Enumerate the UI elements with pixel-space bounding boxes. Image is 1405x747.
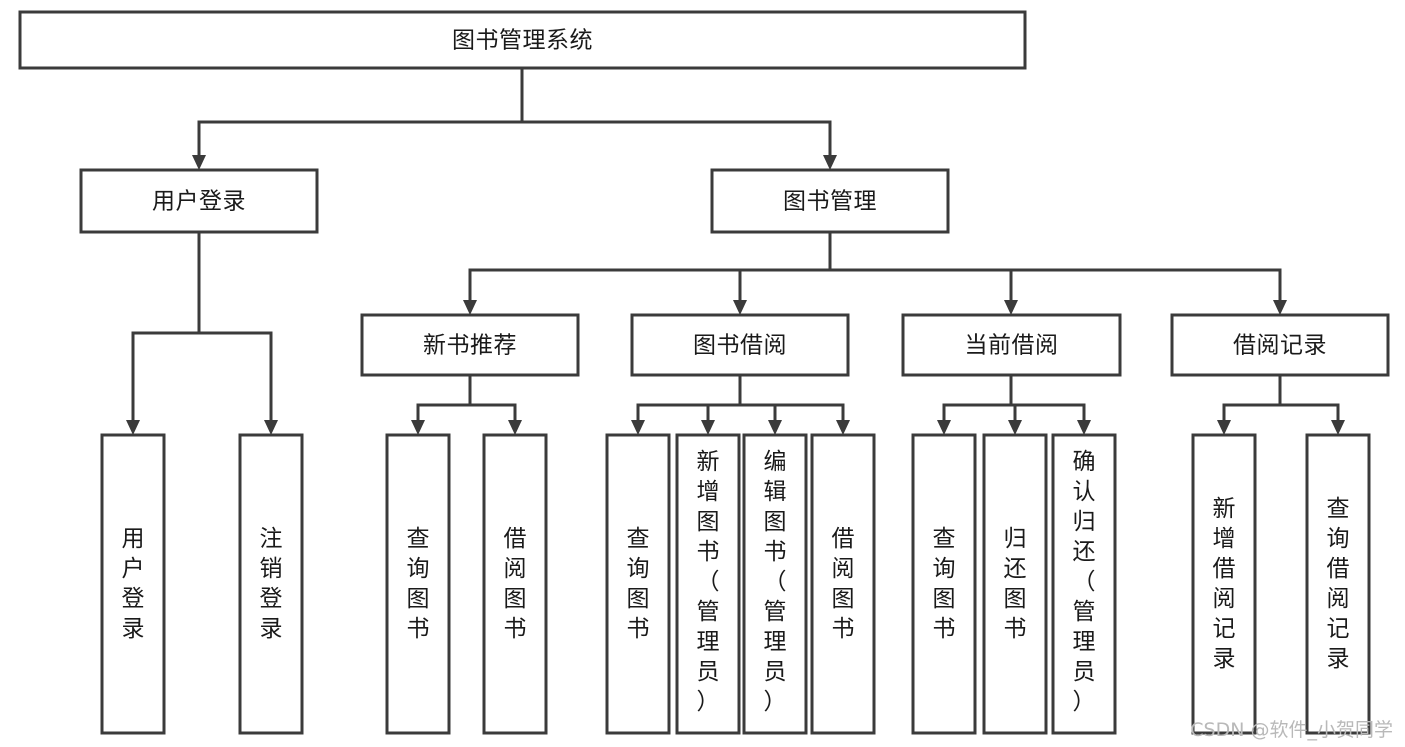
leaf-group-2-arrow-1-head	[1008, 420, 1022, 435]
user-login-arrow-0-head	[126, 420, 140, 435]
node-leaf-add-book-admin-box[interactable]	[675, 433, 741, 735]
node-leaf-return-book-box[interactable]	[982, 433, 1048, 735]
leaf-group-0-arrow-1-head	[508, 420, 522, 435]
book-mgmt-arrow-1-head	[733, 300, 747, 315]
node-leaf-borrow-book-rec-label: 借阅图书	[504, 526, 527, 642]
node-leaf-add-book-admin-label: 新增图书（管理员）	[697, 449, 720, 715]
node-leaf-add-borrow-record-label: 新增借阅记录	[1213, 496, 1236, 672]
node-leaf-edit-book-admin-label: 编辑图书（管理员）	[764, 449, 787, 715]
node-leaf-user-login-label: 用户登录	[122, 526, 145, 642]
node-leaf-query-book-borrow-box[interactable]	[605, 433, 671, 735]
node-borrow-record-box[interactable]	[1170, 313, 1390, 377]
node-current-borrow-label: 当前借阅	[965, 333, 1059, 359]
node-leaf-borrow-book-box[interactable]	[810, 433, 876, 735]
node-new-book-recommend[interactable]: 新书推荐	[360, 313, 580, 377]
node-leaf-query-book-rec-box[interactable]	[385, 433, 451, 735]
leaf-group-3-arrow-0-head	[1217, 420, 1231, 435]
node-borrow-record[interactable]: 借阅记录	[1170, 313, 1390, 377]
node-book-management-label: 图书管理	[783, 189, 877, 215]
node-leaf-query-book-current[interactable]: 查询图书	[911, 433, 977, 735]
node-user-login-box[interactable]	[79, 168, 319, 234]
csdn-watermark: CSDN @软件_小贺同学	[1190, 719, 1393, 741]
node-book-management[interactable]: 图书管理	[710, 168, 950, 234]
node-leaf-confirm-return-admin-box[interactable]	[1051, 433, 1117, 735]
node-root-label: 图书管理系统	[452, 28, 593, 54]
user-login-arrow-1-head	[264, 420, 278, 435]
node-leaf-query-borrow-record-box[interactable]	[1305, 433, 1371, 735]
node-leaf-borrow-book-label: 借阅图书	[832, 526, 855, 642]
leaf-group-1-arrow-0-head	[631, 420, 645, 435]
leaf-group-1-arrow-2-head	[768, 420, 782, 435]
node-leaf-edit-book-admin[interactable]: 编辑图书（管理员）	[742, 433, 808, 735]
node-leaf-add-book-admin[interactable]: 新增图书（管理员）	[675, 433, 741, 735]
node-current-borrow[interactable]: 当前借阅	[901, 313, 1122, 377]
leaf-group-0-arrow-0-head	[411, 420, 425, 435]
node-book-management-box[interactable]	[710, 168, 950, 234]
node-leaf-user-login[interactable]: 用户登录	[100, 433, 166, 735]
node-user-login-label: 用户登录	[152, 189, 246, 215]
node-root-box[interactable]	[18, 10, 1027, 70]
node-borrow-record-label: 借阅记录	[1233, 333, 1327, 359]
node-leaf-query-book-borrow-label: 查询图书	[627, 526, 650, 642]
node-book-borrow-label: 图书借阅	[693, 333, 787, 359]
node-leaf-query-book-rec[interactable]: 查询图书	[385, 433, 451, 735]
node-leaf-query-book-rec-label: 查询图书	[407, 526, 430, 642]
node-leaf-confirm-return-admin[interactable]: 确认归还（管理员）	[1051, 433, 1117, 735]
book-mgmt-arrow-0-head	[463, 300, 477, 315]
node-leaf-logout-box[interactable]	[238, 433, 304, 735]
connectors-layer	[126, 66, 1345, 435]
node-new-book-recommend-box[interactable]	[360, 313, 580, 377]
node-leaf-query-borrow-record-label: 查询借阅记录	[1327, 496, 1350, 672]
node-leaf-query-book-current-label: 查询图书	[933, 526, 956, 642]
node-leaf-user-login-box[interactable]	[100, 433, 166, 735]
node-leaf-add-borrow-record-box[interactable]	[1191, 433, 1257, 735]
node-leaf-query-book-borrow[interactable]: 查询图书	[605, 433, 671, 735]
leaf-group-2-arrow-0-head	[937, 420, 951, 435]
node-book-borrow-box[interactable]	[630, 313, 850, 377]
level2-arrow-0-head	[192, 155, 206, 170]
node-root[interactable]: 图书管理系统	[18, 10, 1027, 70]
leaf-group-2-arrow-2-head	[1077, 420, 1091, 435]
node-leaf-logout[interactable]: 注销登录	[238, 433, 304, 735]
node-user-login[interactable]: 用户登录	[79, 168, 319, 234]
book-mgmt-arrow-3-head	[1273, 300, 1287, 315]
node-leaf-return-book-label: 归还图书	[1004, 526, 1027, 642]
node-leaf-query-borrow-record[interactable]: 查询借阅记录	[1305, 433, 1371, 735]
node-leaf-add-borrow-record[interactable]: 新增借阅记录	[1191, 433, 1257, 735]
node-new-book-recommend-label: 新书推荐	[423, 333, 517, 359]
book-mgmt-arrow-2-head	[1004, 300, 1018, 315]
node-leaf-confirm-return-admin-label: 确认归还（管理员）	[1073, 449, 1096, 715]
node-leaf-borrow-book-rec[interactable]: 借阅图书	[482, 433, 548, 735]
node-leaf-return-book[interactable]: 归还图书	[982, 433, 1048, 735]
node-leaf-borrow-book-rec-box[interactable]	[482, 433, 548, 735]
level2-arrow-1-head	[823, 155, 837, 170]
node-leaf-borrow-book[interactable]: 借阅图书	[810, 433, 876, 735]
nodes-layer: 图书管理系统用户登录图书管理新书推荐图书借阅当前借阅借阅记录用户登录注销登录查询…	[18, 10, 1390, 735]
node-leaf-query-book-current-box[interactable]	[911, 433, 977, 735]
leaf-group-1-arrow-3-head	[836, 420, 850, 435]
leaf-group-1-arrow-1-head	[701, 420, 715, 435]
leaf-group-3-arrow-1-head	[1331, 420, 1345, 435]
node-book-borrow[interactable]: 图书借阅	[630, 313, 850, 377]
node-current-borrow-box[interactable]	[901, 313, 1122, 377]
node-leaf-logout-label: 注销登录	[260, 526, 283, 642]
node-leaf-edit-book-admin-box[interactable]	[742, 433, 808, 735]
